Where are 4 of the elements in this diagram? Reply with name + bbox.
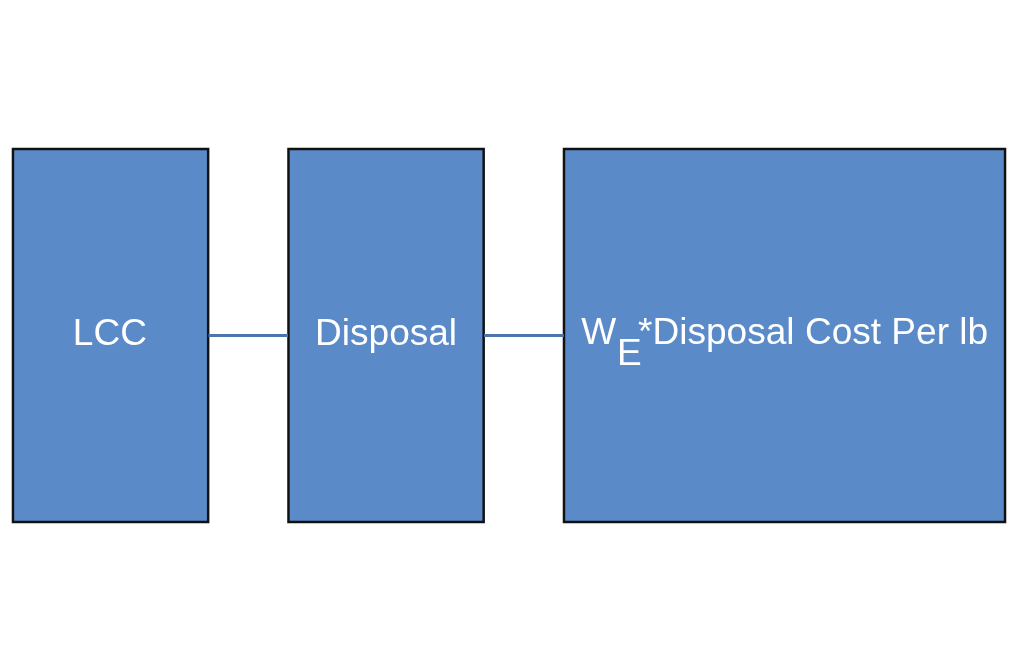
connector — [208, 333, 288, 338]
connector — [484, 333, 564, 338]
node-box: LCC — [11, 147, 210, 524]
node-box: Disposal — [287, 147, 485, 524]
